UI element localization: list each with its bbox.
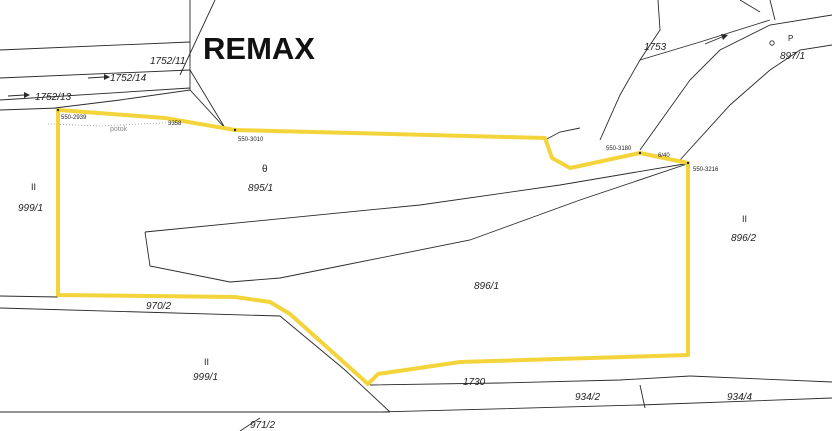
parcel-line bbox=[239, 417, 261, 431]
parcel-line bbox=[0, 107, 59, 111]
survey-points bbox=[56, 40, 775, 165]
parcel-line bbox=[0, 295, 59, 298]
stream-line bbox=[47, 121, 181, 127]
point-label: 550-3216 bbox=[693, 167, 719, 173]
parcel-label: 1730 bbox=[463, 377, 486, 388]
parcel-line bbox=[144, 162, 691, 233]
parcel-line bbox=[0, 41, 191, 51]
parcel-label: 999/1 bbox=[193, 372, 218, 383]
land-use-symbol: II bbox=[742, 214, 747, 224]
survey-point bbox=[686, 161, 690, 165]
stream-label: potok bbox=[110, 126, 128, 133]
arrow-head bbox=[24, 92, 30, 98]
parcel-label: 1752/14 bbox=[110, 73, 147, 84]
arrow-head bbox=[721, 34, 728, 40]
parcel-line bbox=[639, 14, 832, 151]
parcel-label: 970/2 bbox=[146, 301, 171, 312]
point-label: 550-3010 bbox=[238, 137, 264, 143]
land-use-symbol: II bbox=[31, 182, 36, 192]
p-mark-circle bbox=[769, 40, 775, 46]
parcel-line bbox=[544, 127, 581, 141]
parcel-label: 1752/11 bbox=[150, 56, 185, 67]
parcel-label: 896/1 bbox=[474, 281, 499, 292]
parcel-label: 895/1 bbox=[248, 183, 273, 194]
survey-point bbox=[56, 108, 60, 112]
arrow-head bbox=[104, 74, 110, 80]
arrow bbox=[7, 94, 25, 97]
parcel-line bbox=[0, 69, 191, 79]
parcel-line bbox=[599, 0, 661, 141]
parcel-label: 934/4 bbox=[727, 392, 752, 403]
parcel-line bbox=[179, 0, 216, 76]
parcel-line bbox=[639, 384, 646, 409]
p-symbol: P bbox=[788, 34, 793, 43]
direction-arrows bbox=[7, 34, 728, 98]
parcel-line bbox=[144, 162, 691, 283]
parcel-line bbox=[189, 69, 226, 129]
point-label: 6/40 bbox=[658, 153, 670, 159]
survey-point bbox=[638, 151, 642, 155]
parcel-label: 934/2 bbox=[575, 392, 600, 403]
parcel-line bbox=[0, 87, 191, 101]
parcel-label: 999/1 bbox=[18, 203, 43, 214]
survey-point bbox=[233, 128, 237, 132]
parcel-line bbox=[54, 89, 226, 129]
parcel-line bbox=[279, 315, 391, 413]
arrow bbox=[704, 36, 723, 45]
parcel-label: 1752/13 bbox=[35, 92, 72, 103]
parcel-line bbox=[739, 0, 761, 13]
land-use-symbol: II bbox=[204, 357, 209, 367]
parcel-label: 971/2 bbox=[250, 420, 275, 431]
parcel-line bbox=[379, 397, 832, 413]
parcel-line bbox=[769, 0, 776, 21]
parcel-label: 896/2 bbox=[731, 233, 756, 244]
point-label: 550-2939 bbox=[61, 115, 87, 121]
property-boundary bbox=[56, 108, 690, 386]
parcel-label: 897/1 bbox=[780, 51, 805, 62]
building-symbol: θ bbox=[262, 164, 268, 175]
parcel-line bbox=[639, 19, 771, 61]
parcel-line bbox=[369, 375, 691, 386]
parcel-line bbox=[0, 307, 281, 317]
point-label: 550-3180 bbox=[606, 146, 632, 152]
remax-logo: REMAX bbox=[203, 31, 315, 66]
parcel-line bbox=[689, 375, 832, 383]
parcel-label: 1753 bbox=[644, 42, 667, 53]
parcel-line bbox=[679, 44, 832, 161]
point-label: 3358 bbox=[168, 121, 182, 127]
arrow bbox=[87, 76, 105, 79]
